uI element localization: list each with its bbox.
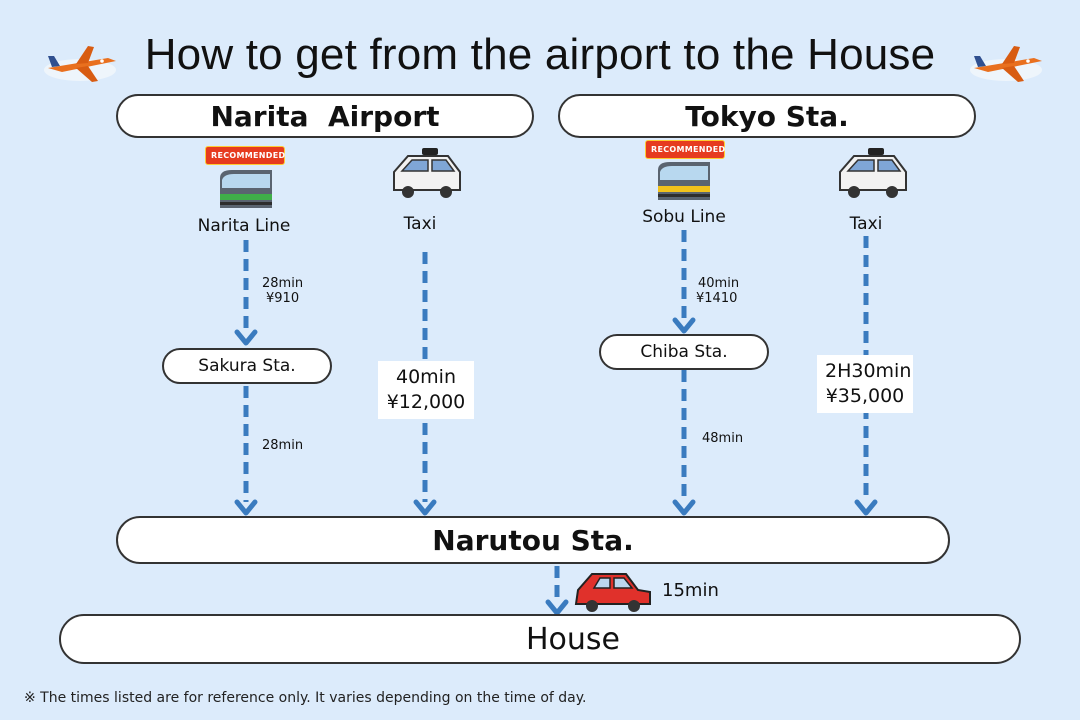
- car-icon: [574, 573, 651, 612]
- narita-airport-label: Narita Airport: [210, 99, 440, 133]
- chiba-station-label: Chiba Sta.: [640, 342, 728, 362]
- sakura-station-label: Sakura Sta.: [198, 356, 296, 376]
- page-title: How to get from the airport to the House: [144, 30, 936, 79]
- narutou-station-label: Narutou Sta.: [432, 523, 634, 557]
- narita-taxi-fare-box: 40min ¥12,000: [378, 361, 474, 419]
- tokyo-station-label: Tokyo Sta.: [685, 99, 849, 133]
- narita-line-leg1-fare: ¥910: [266, 291, 300, 306]
- narita-line-label: Narita Line: [197, 216, 291, 236]
- train-icon: [658, 162, 710, 200]
- recommended-badge-sobu: RECOMMENDED: [645, 140, 725, 159]
- house-label: House: [525, 621, 620, 657]
- sobu-line-leg2-time: 48min: [702, 431, 744, 446]
- car-time-label: 15min: [662, 580, 719, 601]
- footnote: ※ The times listed are for reference onl…: [24, 690, 587, 706]
- narita-line-leg2-time: 28min: [262, 438, 304, 453]
- tokyo-taxi-time: 2H30min: [825, 360, 912, 382]
- sobu-line-leg1-fare: ¥1410: [696, 291, 738, 306]
- tokyo-taxi-label: Taxi: [849, 214, 883, 234]
- tokyo-taxi-fare: ¥35,000: [825, 385, 905, 407]
- narita-taxi-time: 40min: [395, 366, 456, 388]
- narutou-station-pill: Narutou Sta.: [116, 516, 950, 564]
- chiba-station-pill: Chiba Sta.: [599, 334, 769, 370]
- house-pill: House: [59, 614, 1021, 664]
- tokyo-taxi-fare-box: 2H30min ¥35,000: [817, 355, 913, 413]
- sobu-line-label: Sobu Line: [642, 207, 726, 227]
- sobu-line-leg1-time: 40min: [698, 276, 740, 291]
- taxi-icon: [839, 148, 907, 198]
- taxi-icon: [393, 148, 461, 198]
- sakura-station-pill: Sakura Sta.: [162, 348, 332, 384]
- narita-airport-pill: Narita Airport: [116, 94, 534, 138]
- narita-taxi-label: Taxi: [403, 214, 437, 234]
- recommended-badge-narita: RECOMMENDED: [205, 146, 285, 165]
- narita-taxi-fare: ¥12,000: [386, 391, 466, 413]
- tokyo-station-pill: Tokyo Sta.: [558, 94, 976, 138]
- narita-line-leg1-time: 28min: [262, 276, 304, 291]
- train-icon: [220, 170, 272, 208]
